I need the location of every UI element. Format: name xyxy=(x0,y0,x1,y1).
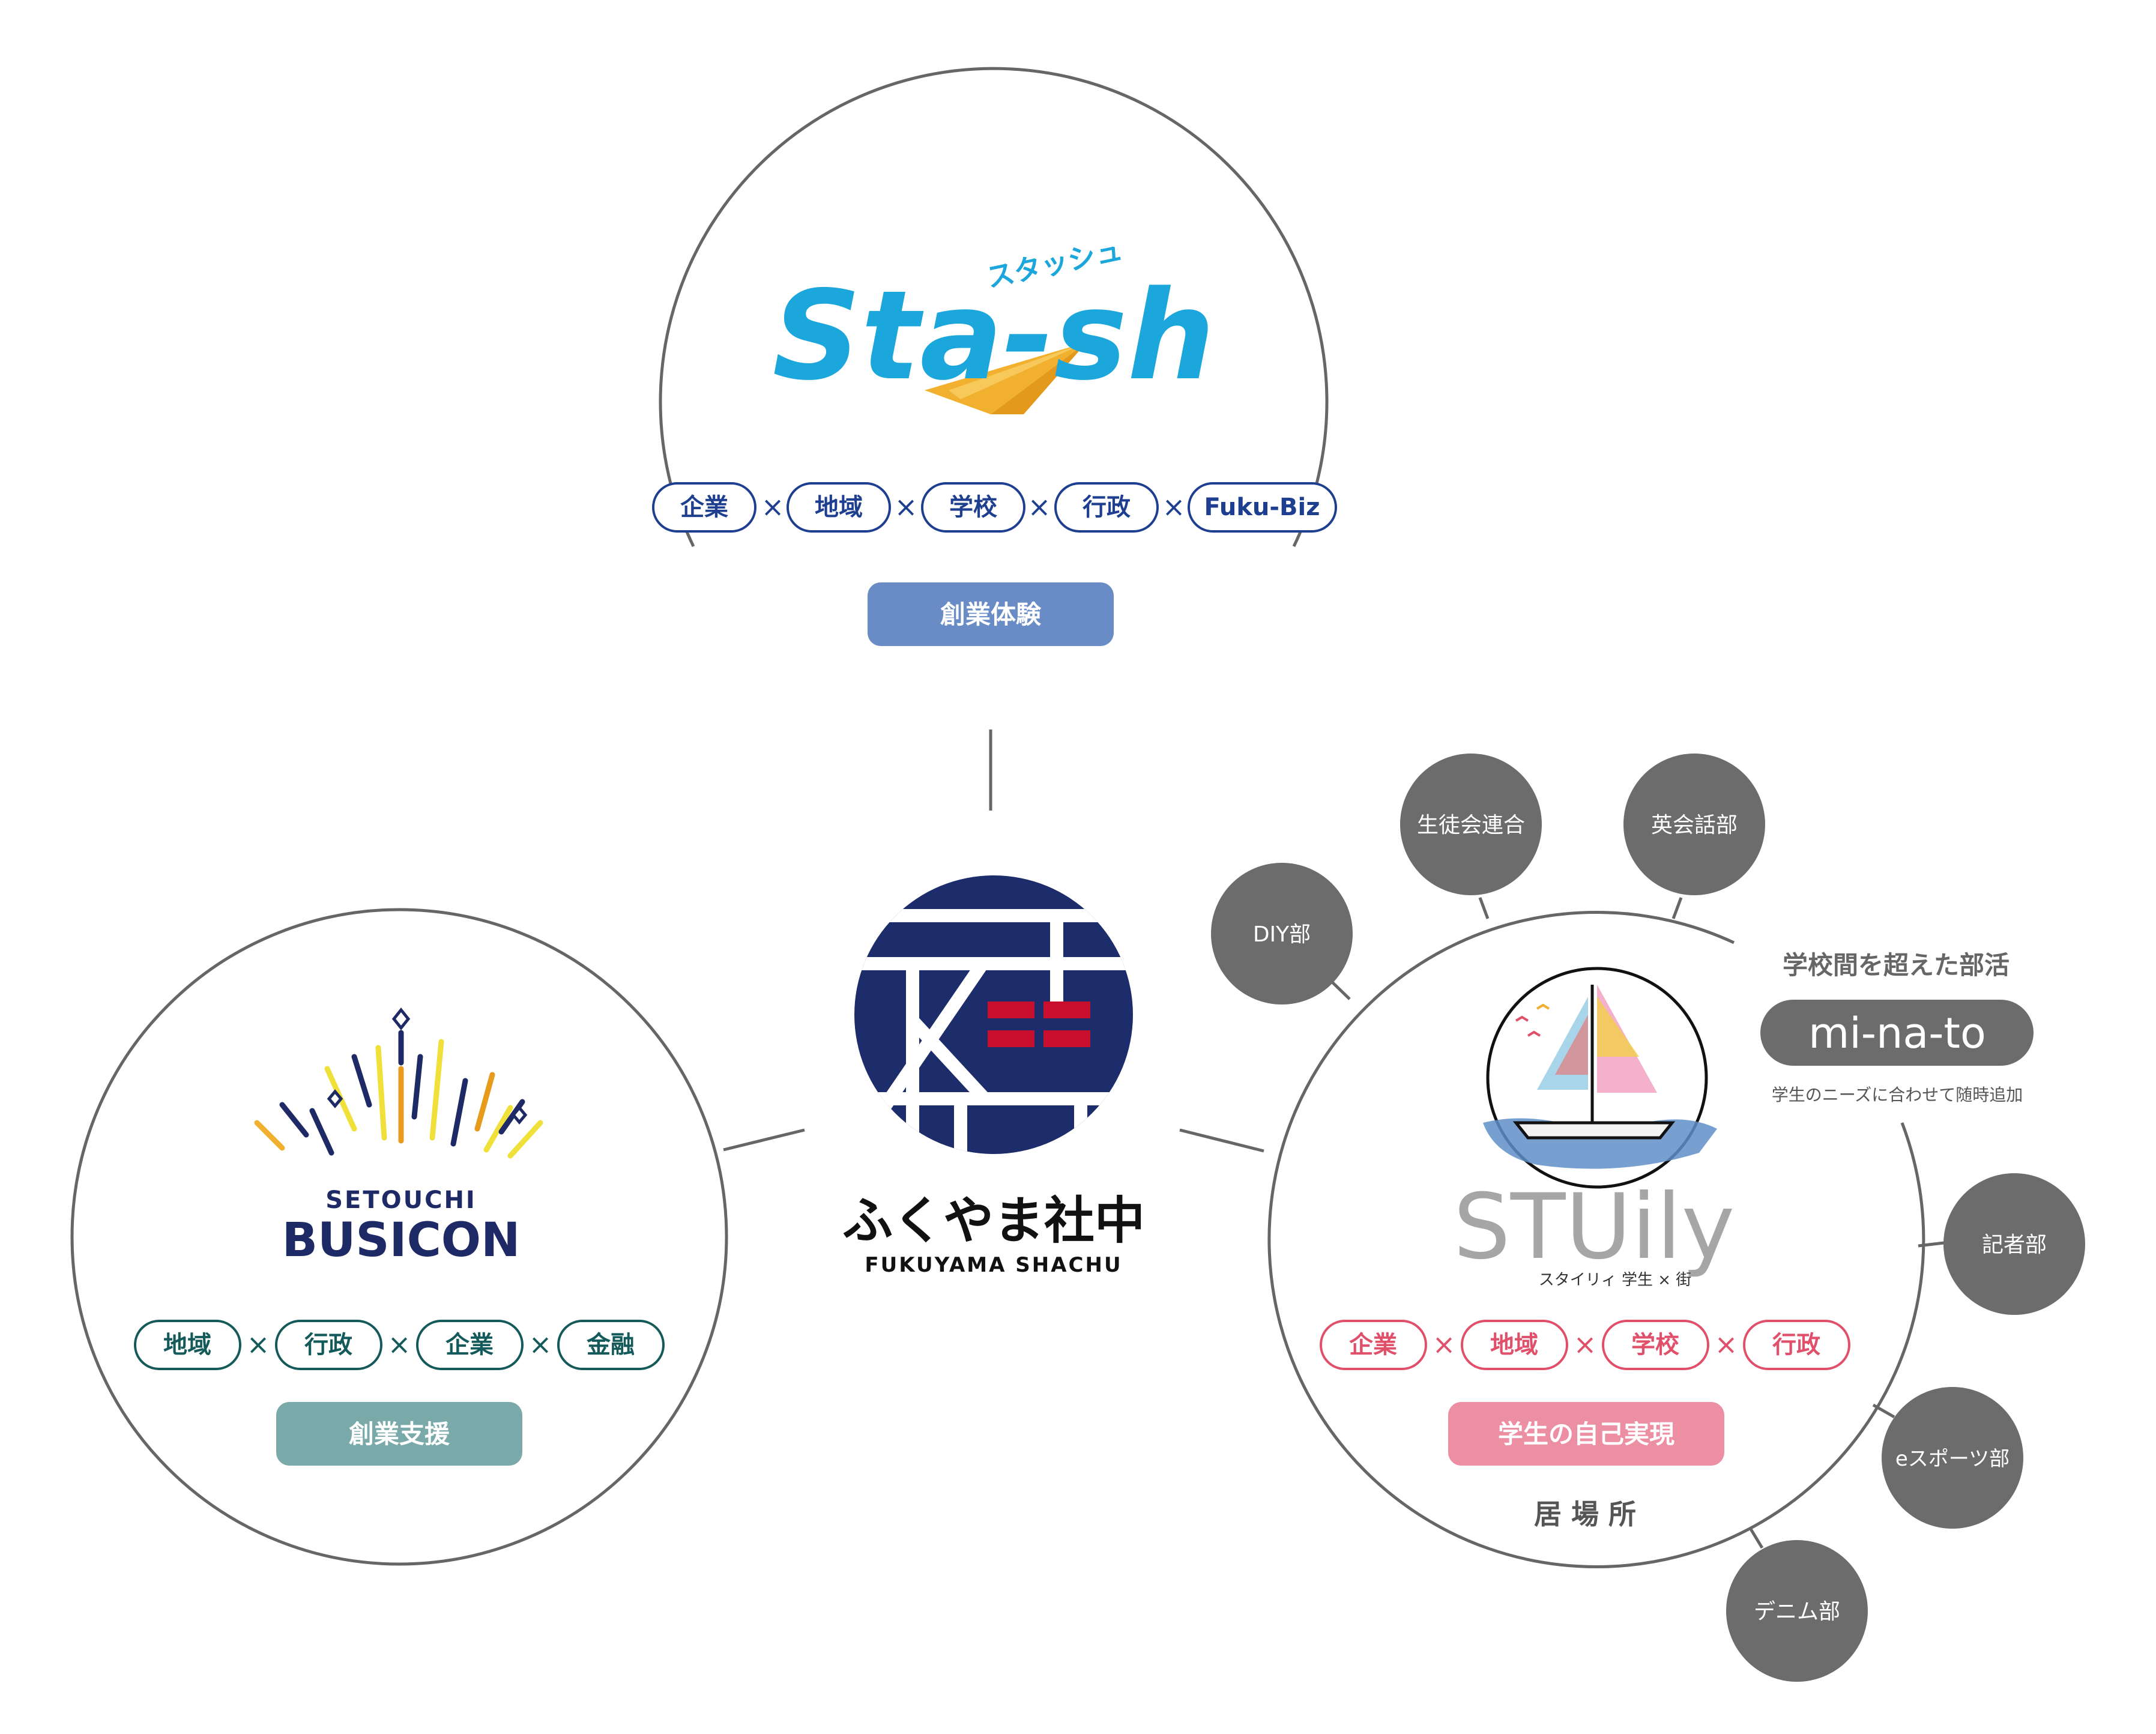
stuily-section: STUily スタイリィ 学生 × 街 企業 × 地域 × 学校 × 行政 学生… xyxy=(1267,911,1925,1568)
stash-pill-label: 創業体験 xyxy=(940,600,1042,629)
stash-tag: Fuku-Biz xyxy=(1204,494,1320,521)
club-bubble-eikaiwa xyxy=(1623,754,1765,895)
busicon-pill xyxy=(276,1402,522,1466)
stash-separator: × xyxy=(761,491,785,523)
stash-tag-box xyxy=(1188,482,1337,533)
busicon-tag-box xyxy=(134,1320,241,1370)
busicon-tag: 行政 xyxy=(304,1331,352,1359)
stash-tag: 企業 xyxy=(680,494,728,521)
stash-tag: 地域 xyxy=(815,494,863,521)
connector-diy xyxy=(1329,979,1351,1000)
club-label: DIY部 xyxy=(1253,922,1311,947)
stuily-separator: × xyxy=(1433,1328,1456,1361)
fukuyama-shachu-emblem xyxy=(854,875,1133,1154)
stash-tag: 行政 xyxy=(1083,494,1131,521)
club-bubbles: DIY部 生徒会連合 英会話部 記者部 eスポーツ部 デニム部 xyxy=(1211,754,2085,1682)
emblem-red-bars xyxy=(988,1001,1090,1047)
stash-section: Sta-sh スタッシュ 企業 × 地域 × 学校 × 行政 × Fuku-Bi… xyxy=(652,67,1337,646)
stash-tag-box xyxy=(921,482,1025,533)
stuily-tag-box xyxy=(1743,1320,1850,1370)
connector-lines xyxy=(723,730,1945,1549)
club-bubble-esports xyxy=(1882,1387,2023,1529)
stash-tag-box xyxy=(787,482,891,533)
stash-tag: 学校 xyxy=(949,494,997,521)
minato-heading: 学校間を超えた部活 xyxy=(1783,950,2010,980)
stuily-tag-box xyxy=(1461,1320,1568,1370)
stash-logo: Sta-sh スタッシュ xyxy=(772,234,1215,414)
minato-name: mi-na-to xyxy=(1808,1009,1986,1058)
busicon-tags: 地域 × 行政 × 企業 × 金融 xyxy=(134,1320,665,1370)
stuily-tag: 企業 xyxy=(1349,1331,1397,1359)
connector-busicon-center xyxy=(723,1128,805,1152)
stuily-tag: 行政 xyxy=(1772,1331,1820,1359)
connector-seito xyxy=(1478,897,1490,919)
stuily-logo-text: STUily xyxy=(1454,1175,1735,1279)
stuily-separator: × xyxy=(1574,1328,1597,1361)
stuily-tag-box xyxy=(1320,1320,1427,1370)
busicon-tag-box xyxy=(557,1320,665,1370)
stuily-pill-label: 学生の自己実現 xyxy=(1498,1419,1674,1449)
stash-tag-box xyxy=(652,482,756,533)
club-bubble-kisha xyxy=(1943,1173,2085,1315)
minato-caption: 学生のニーズに合わせて随時追加 xyxy=(1772,1085,2023,1105)
stuily-separator: × xyxy=(1715,1328,1738,1361)
stash-ring xyxy=(659,67,1329,548)
stash-tags: 企業 × 地域 × 学校 × 行政 × Fuku-Biz xyxy=(652,482,1337,533)
club-label: 記者部 xyxy=(1982,1233,2047,1257)
busicon-tag: 企業 xyxy=(445,1331,494,1359)
club-label: デニム部 xyxy=(1754,1600,1840,1624)
minato-badge xyxy=(1760,1000,2034,1066)
busicon-ring xyxy=(70,908,728,1566)
stash-separator: × xyxy=(1162,491,1186,523)
connector-eikaiwa xyxy=(1671,897,1683,919)
fireworks-icon xyxy=(254,1007,543,1159)
paper-plane-icon xyxy=(925,342,1087,414)
fukuyama-shachu: ふくやま社中 FUKUYAMA SHACHU xyxy=(842,875,1145,1277)
busicon-separator: × xyxy=(388,1328,411,1361)
busicon-tag-box xyxy=(275,1320,382,1370)
busicon-logo-line1: SETOUCHI xyxy=(325,1186,477,1214)
busicon-pill-label: 創業支援 xyxy=(349,1419,450,1449)
club-bubble-diy xyxy=(1211,863,1353,1004)
busicon-tag: 金融 xyxy=(586,1331,635,1359)
stash-separator: × xyxy=(895,491,918,523)
sailboat-icon xyxy=(1483,967,1717,1189)
stuily-tag: 学校 xyxy=(1631,1331,1679,1359)
club-bubble-seito xyxy=(1400,754,1542,895)
club-label: 英会話部 xyxy=(1651,813,1738,838)
busicon-tag: 地域 xyxy=(163,1331,211,1359)
club-bubble-denim xyxy=(1726,1540,1868,1682)
center-name-en: FUKUYAMA SHACHU xyxy=(865,1253,1122,1277)
busicon-tag-box xyxy=(416,1320,524,1370)
stuily-ring xyxy=(1267,911,1925,1568)
stuily-tag: 地域 xyxy=(1490,1331,1538,1359)
stash-separator: × xyxy=(1028,491,1051,523)
busicon-separator: × xyxy=(247,1328,270,1361)
club-label: eスポーツ部 xyxy=(1895,1447,2010,1471)
stuily-tag-box xyxy=(1602,1320,1709,1370)
stash-tag-box xyxy=(1054,482,1159,533)
busicon-logo-line2: BUSICON xyxy=(282,1213,521,1267)
center-name: ふくやま社中 xyxy=(842,1191,1145,1250)
busicon-separator: × xyxy=(529,1328,552,1361)
stash-logo-text: Sta-sh xyxy=(772,265,1215,408)
stuily-tags: 企業 × 地域 × 学校 × 行政 xyxy=(1320,1320,1850,1370)
stash-pill xyxy=(868,582,1114,646)
minato-block: 学校間を超えた部活 mi-na-to 学生のニーズに合わせて随時追加 xyxy=(1760,950,2034,1105)
club-label: 生徒会連合 xyxy=(1417,813,1525,838)
connector-denim xyxy=(1748,1527,1764,1549)
stuily-logo-sub: スタイリィ 学生 × 街 xyxy=(1539,1271,1692,1289)
stuily-caption: 居 場 所 xyxy=(1534,1498,1636,1530)
stuily-pill xyxy=(1448,1402,1724,1466)
connector-stuily-center xyxy=(1179,1128,1264,1153)
busicon-section: SETOUCHI BUSICON 地域 × 行政 × 企業 × 金融 創業支援 xyxy=(70,908,728,1566)
